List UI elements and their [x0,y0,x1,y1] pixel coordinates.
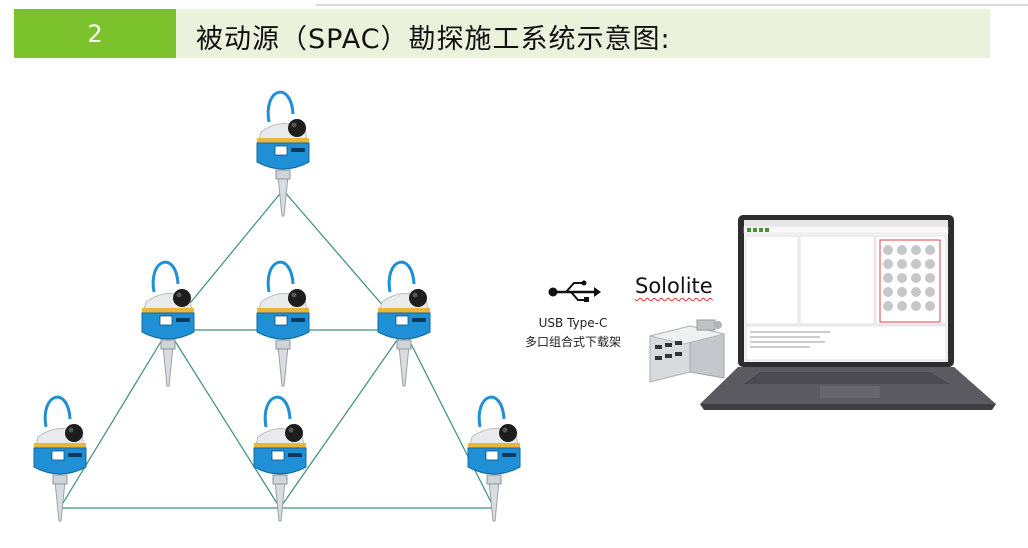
seismic-node-icon [252,395,308,523]
section-header: 2 被动源（SPAC）勘探施工系统示意图: [14,9,990,58]
seismic-node-icon [32,395,88,523]
seismic-node-icon [376,260,432,388]
usb-label: USB Type-C 多口组合式下载架 [520,314,626,352]
seismic-node-icon [466,395,522,523]
top-divider [316,4,1028,6]
usb-type-label: USB Type-C [538,316,608,330]
page-title: 被动源（SPAC）勘探施工系统示意图: [196,24,671,55]
docking-station-icon [649,319,725,383]
title-bar: 被动源（SPAC）勘探施工系统示意图: [176,9,990,58]
seismic-node-icon [255,260,311,388]
usb-icon [548,280,601,302]
seismic-node-icon [255,90,311,218]
seismic-node-icon [140,260,196,388]
software-name: Sololite [635,274,713,298]
docking-label: 多口组合式下载架 [524,335,621,349]
section-number: 2 [14,9,176,58]
laptop-icon [700,215,996,410]
